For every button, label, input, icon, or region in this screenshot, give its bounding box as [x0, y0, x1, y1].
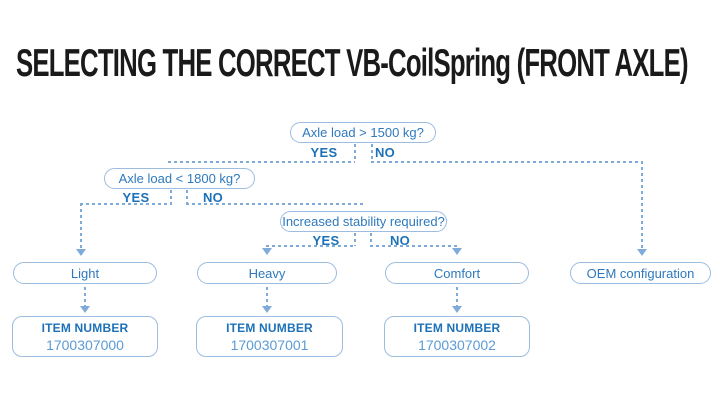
page-title: SELECTING THE CORRECT VB-CoilSpring (FRO… [16, 42, 689, 85]
connector-d1-yes-line [168, 161, 355, 163]
decision-axle-load-1500: Axle load > 1500 kg? [290, 122, 436, 143]
decision-1-yes-label: YES [310, 145, 338, 160]
item-box-light: ITEM NUMBER 1700307000 [12, 316, 158, 357]
outcome-comfort: Comfort [385, 262, 529, 284]
arrow-to-item-2 [262, 306, 272, 313]
connector-d3-no-line [370, 245, 458, 247]
outcome-light: Light [13, 262, 157, 284]
connector-d1-no-line [371, 161, 643, 163]
connector-d1-no-drop [641, 161, 643, 249]
item-heading: ITEM NUMBER [413, 320, 501, 335]
item-box-heavy: ITEM NUMBER 1700307001 [196, 316, 343, 357]
connector-d2-yes-drop [80, 203, 82, 249]
connector-d3-divider-right [370, 233, 372, 246]
outcome-heavy: Heavy [197, 262, 337, 284]
connector-d1-divider-left [354, 144, 356, 162]
decision-2-no-label: NO [202, 190, 224, 205]
connector-d2-yes-line [80, 203, 172, 205]
item-box-comfort: ITEM NUMBER 1700307002 [384, 316, 530, 357]
connector-d3-yes-line [266, 245, 356, 247]
item-heading: ITEM NUMBER [41, 320, 129, 335]
arrow-to-item-3 [452, 306, 462, 313]
arrow-to-item-1 [80, 306, 90, 313]
connector-d3-divider-left [354, 233, 356, 246]
connector-d2-divider-right [186, 190, 188, 204]
arrow-to-heavy [262, 248, 272, 255]
decision-increased-stability: Increased stability required? [280, 211, 447, 232]
decision-axle-load-1800: Axle load < 1800 kg? [104, 168, 255, 189]
connector-d2-divider-left [170, 190, 172, 204]
item-heading: ITEM NUMBER [226, 320, 313, 335]
outcome-oem-configuration: OEM configuration [570, 262, 711, 284]
decision-3-yes-label: YES [312, 233, 340, 248]
connector-light-item [84, 287, 86, 306]
connector-comfort-item [456, 287, 458, 306]
arrow-to-oem [637, 249, 647, 256]
connector-d2-no-line [186, 203, 364, 205]
connector-heavy-item [266, 287, 268, 306]
decision-2-yes-label: YES [122, 190, 150, 205]
item-number: 1700307002 [418, 336, 496, 353]
item-number: 1700307001 [230, 336, 309, 353]
item-number: 1700307000 [46, 336, 124, 353]
decision-1-no-label: NO [374, 145, 396, 160]
arrow-to-comfort [452, 248, 462, 255]
connector-d1-divider-right [371, 144, 373, 162]
decision-3-no-label: NO [389, 233, 411, 248]
arrow-to-light [76, 249, 86, 256]
